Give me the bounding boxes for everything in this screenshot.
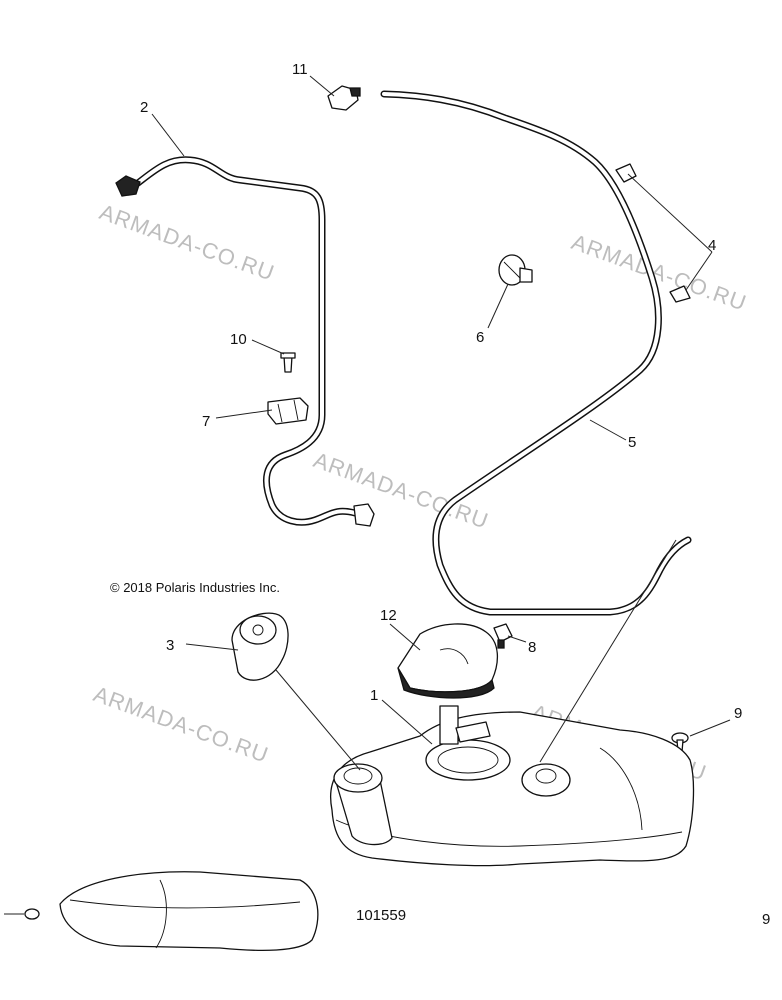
callout-4: 4 (708, 237, 716, 254)
heat-shield (397, 623, 498, 699)
hose-clips (615, 163, 691, 303)
fuel-tank (330, 705, 695, 867)
callout-2: 2 (140, 99, 148, 116)
callout-9-bottom: 9 (762, 911, 770, 928)
fuel-tank-underside (59, 871, 319, 952)
screw (24, 908, 40, 920)
callouts: 2 11 4 6 10 7 5 12 3 8 1 9 9 (140, 61, 770, 928)
vent-hose-long (380, 90, 692, 616)
copyright-text: © 2018 Polaris Industries Inc. (110, 580, 280, 595)
diagram-number: 101559 (356, 907, 406, 924)
callout-11: 11 (292, 61, 308, 78)
callout-8: 8 (528, 639, 536, 656)
vent-hose-left (115, 156, 375, 527)
fuel-cap (231, 612, 289, 681)
callout-3: 3 (166, 637, 174, 654)
hose-bracket (267, 397, 309, 425)
small-valve (493, 623, 513, 649)
callout-5: 5 (628, 434, 636, 451)
screw (280, 352, 296, 373)
rollover-valve (498, 254, 533, 286)
callout-12: 12 (380, 607, 397, 624)
callout-1: 1 (370, 687, 378, 704)
callout-9: 9 (734, 705, 742, 722)
callout-7: 7 (202, 413, 210, 430)
callout-10: 10 (230, 331, 247, 348)
callout-6: 6 (476, 329, 484, 346)
hose-connector (327, 85, 361, 111)
watermark: ARMADA-CO.RU (90, 681, 272, 768)
leader-lines (4, 75, 731, 915)
watermark: ARMADA-CO.RU (96, 199, 278, 286)
screw (671, 732, 689, 753)
